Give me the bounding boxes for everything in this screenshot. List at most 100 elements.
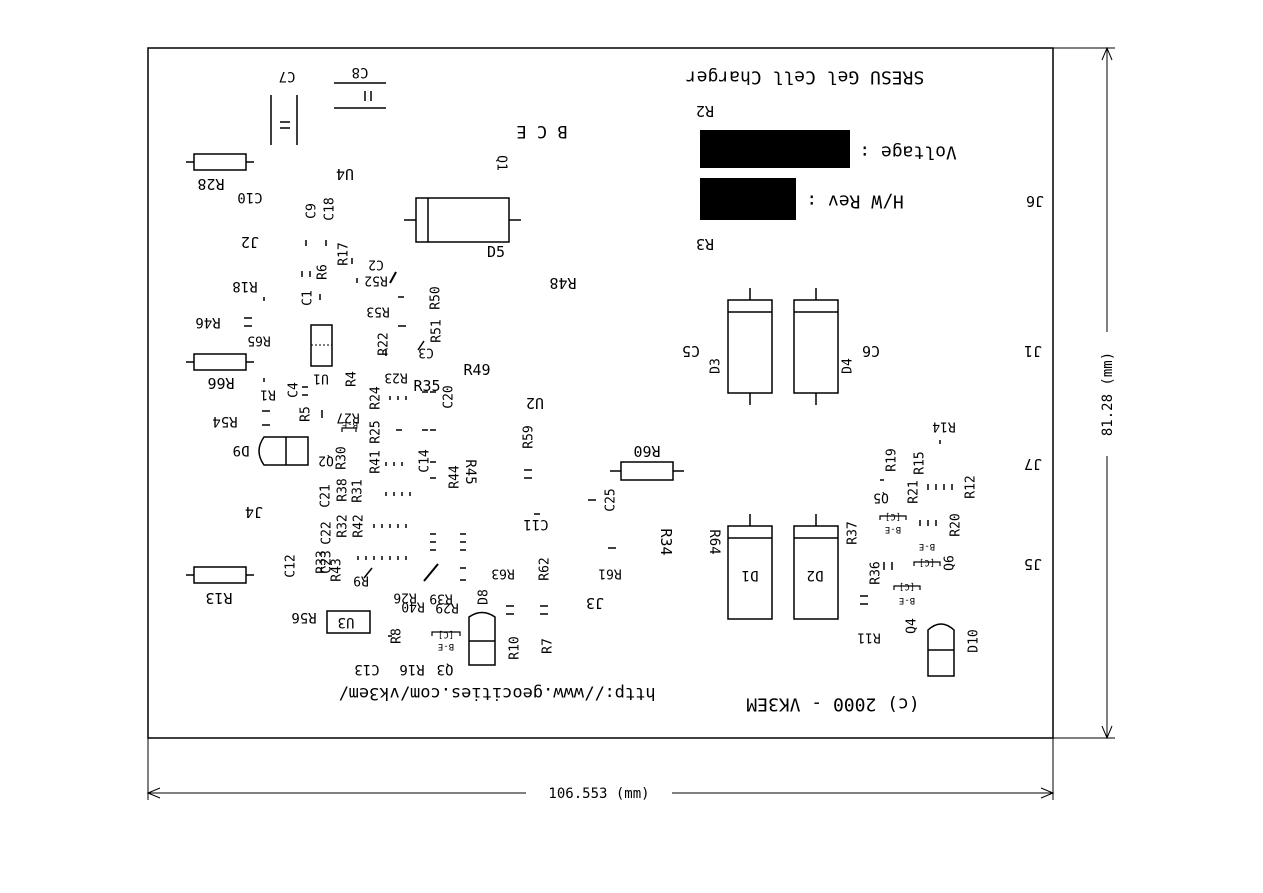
label-r36: R36 bbox=[869, 561, 884, 584]
q1-pins-label: B C E bbox=[516, 121, 567, 141]
label-d9: D9 bbox=[233, 442, 250, 458]
label-c3: C3 bbox=[418, 345, 434, 360]
label-r60: R60 bbox=[633, 442, 660, 460]
dim-arrow-left bbox=[146, 787, 161, 799]
label-r61: R61 bbox=[598, 566, 621, 581]
label-q4: Q4 bbox=[905, 618, 920, 634]
label-c1: C1 bbox=[301, 290, 316, 306]
svg-text:B-E: B-E bbox=[885, 524, 901, 534]
label-r20: R20 bbox=[949, 513, 964, 536]
label-r1: R1 bbox=[260, 387, 276, 402]
d2-body bbox=[793, 525, 839, 620]
label-r6: R6 bbox=[316, 264, 331, 280]
label-r50: R50 bbox=[429, 286, 444, 309]
label-r16: R16 bbox=[399, 661, 424, 677]
label-r66: R66 bbox=[207, 374, 234, 392]
voltage-label: Voltage : bbox=[859, 142, 957, 163]
label-r13: R13 bbox=[205, 589, 232, 607]
label-r28: R28 bbox=[197, 175, 224, 193]
label-c20: C20 bbox=[442, 385, 457, 408]
r28-body bbox=[193, 153, 247, 171]
label-u1: U1 bbox=[313, 371, 329, 386]
dim-arrow-top bbox=[1101, 46, 1113, 61]
label-r5: R5 bbox=[299, 406, 314, 422]
label-r63: R63 bbox=[491, 566, 514, 581]
label-c7: C7 bbox=[279, 68, 296, 84]
d4-body bbox=[793, 299, 839, 394]
label-r45: R45 bbox=[462, 459, 478, 484]
label-c25: C25 bbox=[604, 488, 619, 511]
label-c11: C11 bbox=[523, 516, 548, 532]
label-j5: J5 bbox=[1024, 555, 1042, 573]
label-r25: R25 bbox=[369, 420, 384, 443]
label-r10: R10 bbox=[508, 636, 523, 659]
label-r26: R26 bbox=[393, 590, 416, 605]
label-r23: R23 bbox=[384, 370, 407, 385]
label-r43: R43 bbox=[330, 558, 345, 581]
label-r41: R41 bbox=[369, 450, 384, 473]
label-d8: D8 bbox=[477, 589, 492, 605]
label-u2: U2 bbox=[526, 394, 544, 412]
label-r14: R14 bbox=[932, 419, 956, 434]
label-q1: Q1 bbox=[494, 155, 509, 171]
label-r8: R8 bbox=[390, 628, 405, 644]
label-r9: R9 bbox=[353, 573, 369, 588]
dim-width-label: 106.553 (mm) bbox=[548, 786, 649, 802]
label-j1: J1 bbox=[1024, 342, 1042, 360]
label-r11: R11 bbox=[857, 630, 880, 645]
label-r38: R38 bbox=[336, 478, 351, 501]
hwrev-label: H/W Rev : bbox=[806, 191, 904, 212]
label-c13: C13 bbox=[354, 661, 379, 677]
label-c22: C22 bbox=[320, 521, 335, 544]
label-r19: R19 bbox=[885, 448, 900, 471]
label-r37: R37 bbox=[846, 521, 861, 544]
label-r40: R40 bbox=[401, 599, 424, 614]
label-j3: J3 bbox=[586, 594, 604, 612]
svg-text:B-E: B-E bbox=[342, 419, 358, 429]
svg-text:B-E: B-E bbox=[899, 595, 915, 605]
label-r59: R59 bbox=[522, 425, 537, 448]
dim-arrow-right bbox=[1040, 787, 1055, 799]
label-r49: R49 bbox=[463, 361, 490, 379]
label-u3: U3 bbox=[338, 614, 355, 630]
dim-arrow-bottom bbox=[1101, 725, 1113, 740]
label-r65: R65 bbox=[247, 333, 270, 348]
label-c14: C14 bbox=[418, 449, 433, 473]
board-outline bbox=[147, 47, 1054, 739]
label-d5: D5 bbox=[487, 243, 505, 261]
label-r2: R2 bbox=[696, 102, 714, 120]
r26-mark bbox=[423, 563, 439, 582]
label-r15: R15 bbox=[913, 451, 928, 474]
label-j4: J4 bbox=[245, 503, 263, 521]
label-r29: R29 bbox=[435, 600, 458, 615]
d5-body bbox=[415, 197, 510, 243]
label-q2: Q2 bbox=[318, 453, 334, 468]
label-r62: R62 bbox=[538, 557, 553, 580]
label-r30: R30 bbox=[335, 446, 350, 469]
svg-text:B-E: B-E bbox=[919, 541, 935, 551]
label-j2: J2 bbox=[241, 233, 259, 251]
sot-outlines bbox=[341, 427, 941, 636]
label-r52: R52 bbox=[364, 273, 387, 288]
url-label: http://www.geocities.com/vk3em/ bbox=[338, 683, 655, 703]
label-r27: R27 bbox=[336, 410, 359, 425]
label-r39: R39 bbox=[429, 591, 452, 606]
label-r18: R18 bbox=[232, 278, 257, 294]
label-c8: C8 bbox=[352, 64, 369, 80]
d10-body bbox=[927, 623, 955, 677]
r13-body bbox=[193, 566, 247, 584]
c2-mark bbox=[389, 271, 397, 284]
label-d1: D1 bbox=[742, 567, 759, 583]
label-r32: R32 bbox=[336, 514, 351, 537]
label-r48: R48 bbox=[549, 274, 576, 292]
label-r31: R31 bbox=[351, 479, 366, 502]
sot-pin-labels: B-E B-E [C] B-E [C] B-E [C] B-E [C] bbox=[342, 419, 935, 651]
svg-text:[C]: [C] bbox=[919, 557, 935, 567]
r66-body bbox=[193, 353, 247, 371]
label-r56: R56 bbox=[291, 609, 316, 625]
svg-text:B-E: B-E bbox=[438, 641, 454, 651]
label-r64: R64 bbox=[706, 529, 722, 554]
label-j6: J6 bbox=[1026, 192, 1044, 210]
d3-body bbox=[727, 299, 773, 394]
